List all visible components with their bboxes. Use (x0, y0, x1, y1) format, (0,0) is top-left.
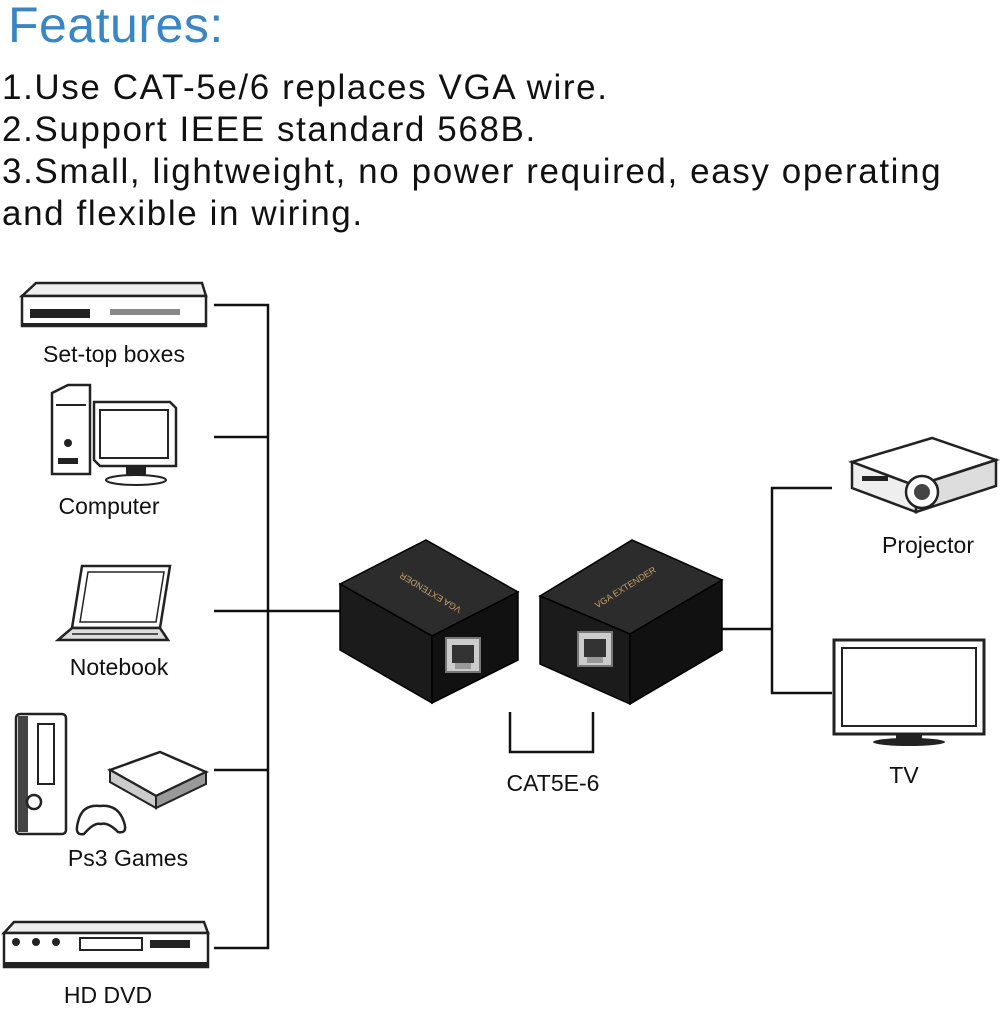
output-bus-line (770, 486, 832, 695)
projector-label: Projector (881, 532, 975, 558)
vga-extender-transmitter: VGA EXTENDER (338, 539, 520, 705)
vga-extender-receiver: VGA EXTENDER (538, 539, 724, 706)
features-heading: Features: (8, 0, 224, 53)
hd-dvd-label: HD DVD (63, 982, 153, 1008)
feature-2: 2.Support IEEE standard 568B. (2, 110, 537, 149)
feature-3-continued: and flexible in wiring. (2, 194, 364, 233)
set-top-boxes-label: Set-top boxes (43, 341, 185, 367)
cat5e-6-label: CAT5E-6 (506, 770, 600, 796)
cat-cable-line (508, 712, 595, 754)
ps3-games-label: Ps3 Games (67, 845, 189, 871)
projector-icon (848, 436, 1000, 514)
tv-icon (832, 638, 986, 746)
source-bus-line (214, 303, 270, 950)
computer-icon (50, 383, 178, 486)
tv-label: TV (889, 762, 919, 788)
set-top-box-icon (18, 281, 208, 328)
computer-label: Computer (58, 493, 160, 519)
feature-1: 1.Use CAT-5e/6 replaces VGA wire. (2, 68, 609, 107)
connector-lines (214, 303, 832, 950)
hd-dvd-icon (1, 920, 210, 969)
notebook-icon (54, 564, 172, 642)
feature-3: 3.Small, lightweight, no power required,… (2, 152, 943, 191)
notebook-label: Notebook (69, 654, 169, 680)
ps3-icon (14, 712, 210, 836)
